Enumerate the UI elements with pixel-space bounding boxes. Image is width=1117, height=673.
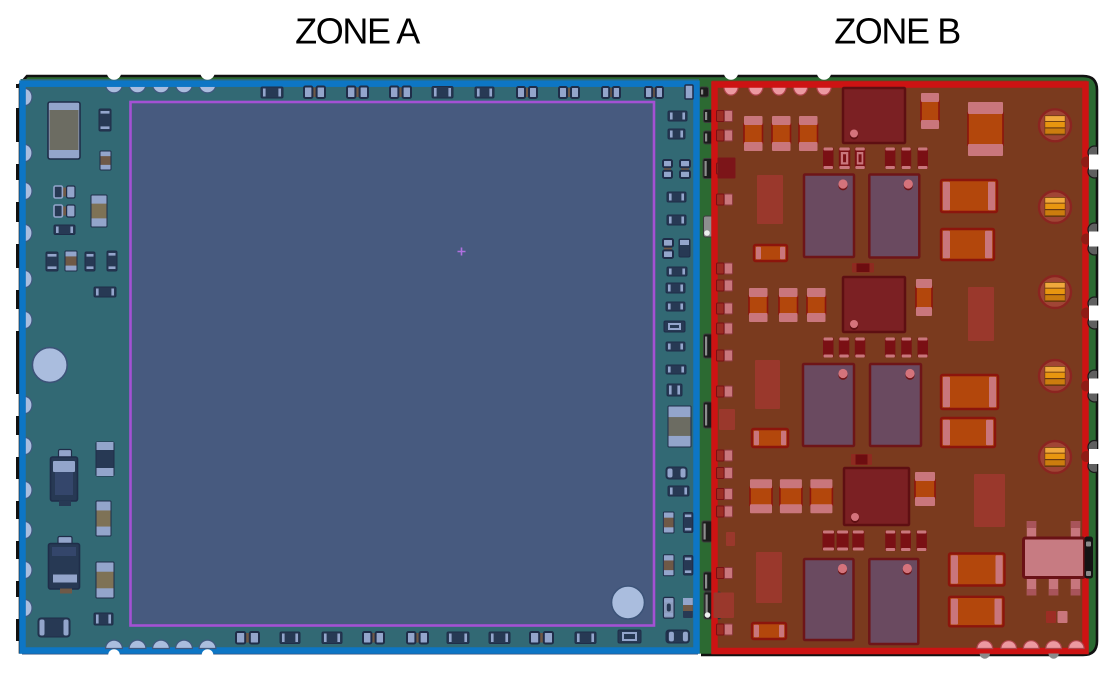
svg-text:ZONE A: ZONE A	[295, 11, 420, 52]
svg-text:ZONE B: ZONE B	[834, 11, 960, 52]
